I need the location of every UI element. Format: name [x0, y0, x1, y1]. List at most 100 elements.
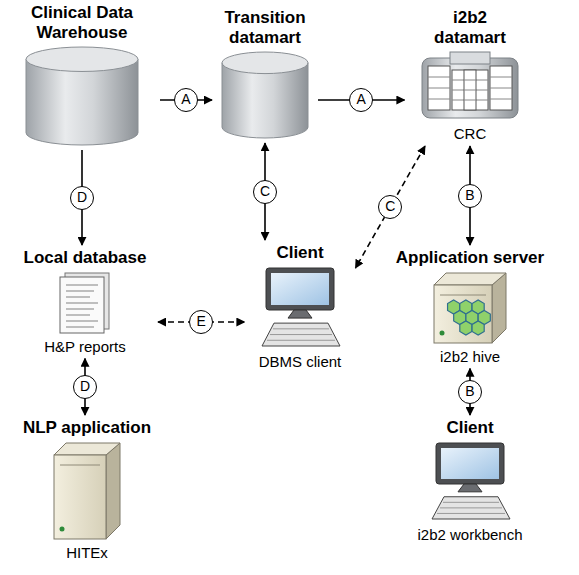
table-panel — [452, 70, 488, 110]
monitor-stand — [458, 484, 482, 492]
table-row — [452, 80, 488, 81]
drive-slot — [60, 464, 100, 465]
text-line — [66, 314, 90, 316]
node-caption: i2b2 hive — [387, 348, 553, 366]
table-row — [464, 80, 476, 81]
drive-slot — [440, 294, 486, 295]
system-node: Local databaseH&P reports — [15, 248, 155, 356]
table-panel — [464, 70, 476, 110]
icon-part — [60, 273, 109, 333]
system-node: NLP applicationHITEx — [12, 418, 162, 562]
datamart-case — [422, 58, 518, 118]
datamart-roof — [450, 52, 490, 64]
server-side — [106, 443, 120, 539]
table-row — [428, 88, 450, 89]
table-row — [452, 90, 488, 91]
node-icon — [52, 441, 122, 541]
text-line — [66, 290, 94, 292]
cylinder-top — [26, 47, 138, 71]
system-node: ClientDBMS client — [248, 243, 353, 371]
hive-cell — [472, 321, 484, 335]
node-caption: DBMS client — [250, 353, 351, 371]
table-row — [464, 90, 476, 91]
key-row — [443, 501, 499, 502]
step-letter: B — [458, 380, 482, 404]
page-front — [60, 277, 104, 333]
text-line — [66, 296, 90, 298]
node-icon — [428, 441, 512, 523]
step-letter: B — [458, 184, 482, 208]
node-title: NLP application — [14, 418, 160, 438]
step-letter: A — [349, 88, 373, 112]
monitor-screen — [441, 448, 499, 479]
node-icon — [24, 45, 140, 147]
table-row — [490, 77, 512, 78]
node-title: Client — [250, 243, 350, 263]
node-title: Clinical Data Warehouse — [12, 3, 152, 42]
step-letter: D — [70, 186, 94, 210]
system-node: Clinical Data Warehouse — [7, 3, 157, 147]
table-row — [428, 77, 450, 78]
icon-part — [434, 273, 506, 343]
text-line — [66, 308, 94, 310]
node-caption: H&P reports — [17, 338, 153, 356]
table-row — [490, 99, 512, 100]
icon-part — [26, 47, 138, 145]
power-light — [60, 526, 65, 531]
icon-part — [222, 52, 308, 138]
key-row — [273, 328, 329, 329]
table-panel — [428, 66, 450, 110]
system-node: i2b2 datamartCRC — [408, 8, 533, 143]
node-icon — [220, 50, 310, 140]
node-caption: CRC — [410, 125, 531, 143]
key-row — [440, 507, 502, 508]
text-line — [66, 326, 94, 328]
node-caption: HITEx — [14, 544, 160, 562]
server-top — [434, 273, 506, 285]
table-row — [490, 88, 512, 89]
keyboard — [262, 323, 340, 346]
keyboard — [432, 496, 510, 518]
step-letter: D — [73, 375, 97, 399]
node-icon — [432, 271, 508, 345]
node-icon — [258, 266, 342, 350]
power-light — [440, 330, 445, 335]
node-title: Local database — [17, 248, 153, 268]
icon-part — [54, 443, 120, 539]
cylinder-body — [26, 59, 138, 145]
system-node: Transition datamart — [215, 8, 315, 140]
monitor-screen — [271, 273, 329, 305]
table-panel — [490, 66, 512, 110]
icon-part — [432, 443, 510, 519]
step-letter: A — [174, 88, 198, 112]
cylinder-top — [222, 52, 308, 74]
node-title: i2b2 datamart — [430, 8, 510, 47]
hive-cell — [460, 321, 472, 335]
monitor-stand — [288, 310, 312, 318]
node-title: Application server — [387, 248, 553, 268]
key-row — [437, 512, 505, 513]
server-front — [434, 285, 492, 343]
node-title: Transition datamart — [217, 8, 313, 47]
text-line — [66, 284, 98, 286]
table-row — [452, 100, 488, 101]
step-letter: C — [378, 195, 402, 219]
table-row — [428, 99, 450, 100]
monitor-frame — [436, 443, 504, 484]
key-row — [267, 339, 335, 340]
icon-part — [262, 268, 340, 346]
system-node: Client i2b2 workbench — [395, 418, 545, 544]
text-line — [66, 302, 98, 304]
monitor-frame — [266, 268, 334, 310]
text-line — [66, 320, 98, 322]
system-node: Application server i2b2 hive — [385, 248, 555, 366]
table-row — [464, 100, 476, 101]
server-front — [54, 455, 106, 539]
icon-part — [422, 52, 518, 118]
server-top — [54, 443, 120, 455]
node-title: Client — [397, 418, 543, 438]
node-icon — [57, 271, 113, 335]
node-icon — [420, 50, 520, 122]
node-caption: i2b2 workbench — [397, 526, 543, 544]
